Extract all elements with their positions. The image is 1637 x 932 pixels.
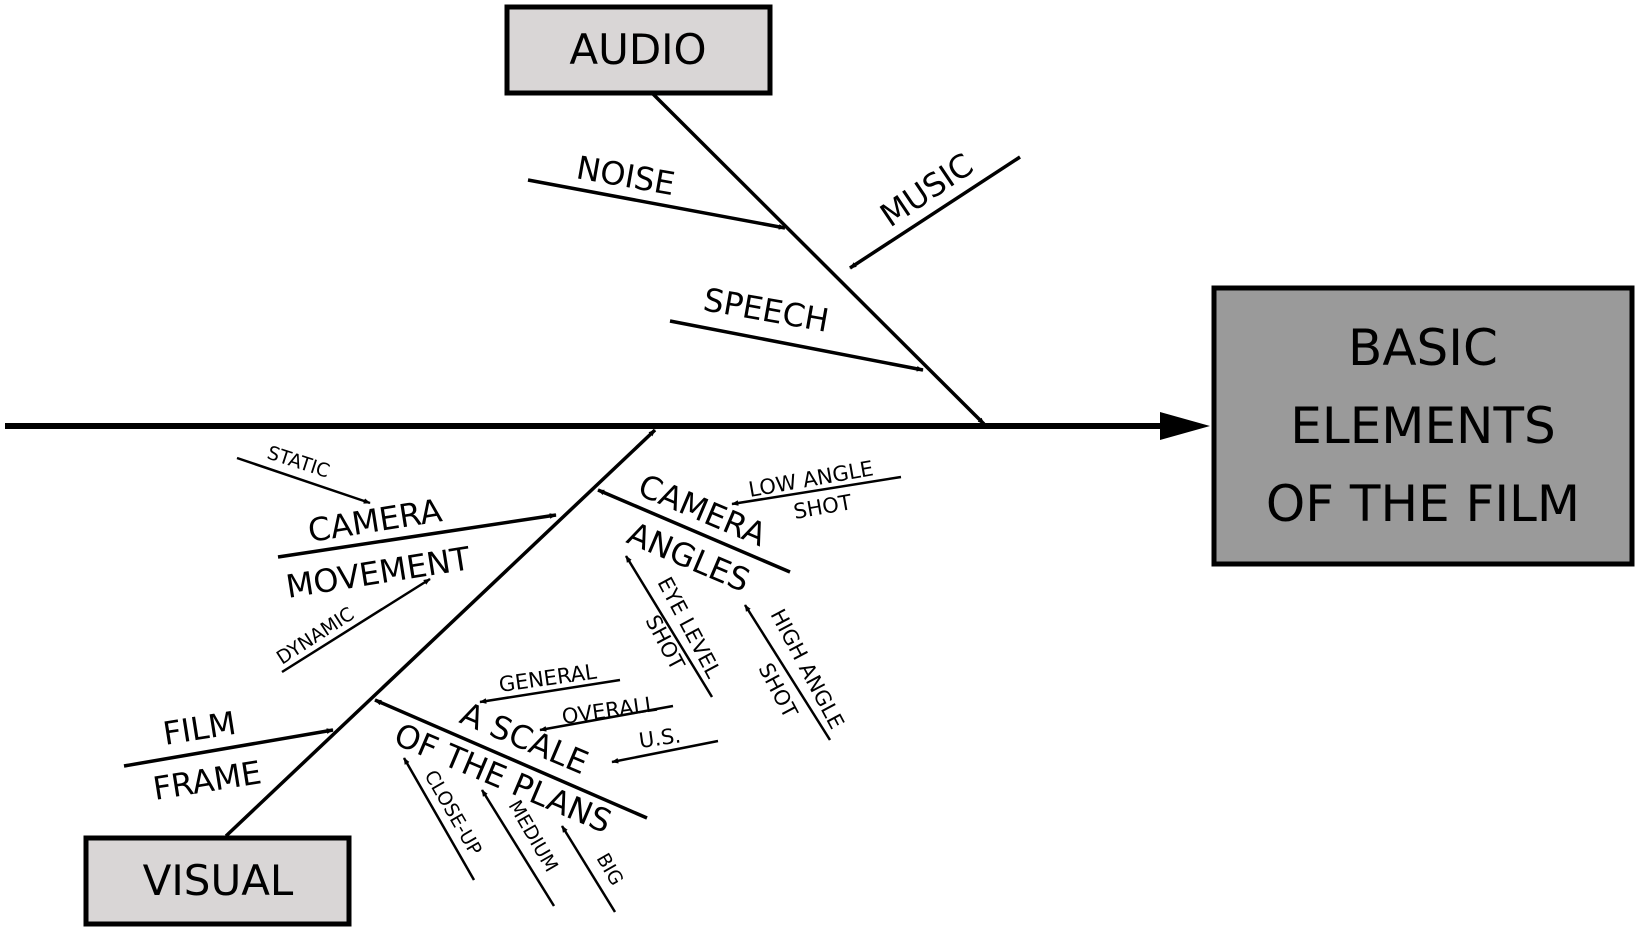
- visual-category: VISUAL FILM FRAME CAMERA MOVEMENT STATIC…: [83, 428, 902, 927]
- overall-label: OVERALL: [560, 692, 658, 729]
- us-branch: [611, 739, 719, 764]
- dynamic-branch: [281, 577, 431, 674]
- audio-box: [504, 4, 773, 96]
- camera-movement-branch: [277, 513, 557, 559]
- dynamic-label: DYNAMIC: [273, 603, 359, 669]
- visual-label: VISUAL: [143, 856, 294, 905]
- visual-box: [83, 835, 352, 927]
- film-frame-label-line1: FILM: [160, 704, 238, 753]
- film-frame-cause: FILM FRAME: [123, 704, 334, 808]
- camera-angles-branch: [597, 488, 791, 574]
- close-up-branch: [402, 757, 476, 881]
- low-angle-label-line1: LOW ANGLE: [747, 456, 875, 502]
- big-branch: [560, 825, 617, 913]
- effect-box: BASIC ELEMENTS OF THE FILM: [1211, 285, 1635, 567]
- camera-movement-cause: CAMERA MOVEMENT STATIC DYNAMIC: [236, 442, 557, 674]
- music-label: MUSIC: [873, 145, 980, 234]
- audio-category: AUDIO NOISE MUSIC SPEECH: [504, 4, 1021, 426]
- film-frame-label-line2: FRAME: [150, 753, 264, 808]
- us-label: U.S.: [637, 723, 682, 753]
- audio-bone: [651, 92, 986, 426]
- music-branch: [849, 155, 1021, 270]
- speech-branch: [669, 319, 924, 372]
- low-angle-label-line2: SHOT: [792, 490, 854, 524]
- static-branch: [236, 456, 371, 505]
- overall-branch: [539, 704, 674, 732]
- audio-label: AUDIO: [569, 25, 706, 74]
- visual-bone: [224, 428, 657, 838]
- general-branch: [479, 678, 621, 704]
- eye-level-branch: [624, 555, 714, 698]
- effect-label-line1: BASIC: [1348, 319, 1498, 377]
- noise-branch: [527, 178, 786, 230]
- static-label: STATIC: [264, 442, 332, 483]
- effect-label-line2: ELEMENTS: [1290, 397, 1555, 455]
- medium-branch: [480, 789, 556, 907]
- high-angle-branch: [743, 604, 832, 741]
- noise-label: NOISE: [574, 148, 678, 203]
- film-frame-branch: [123, 728, 334, 768]
- low-angle-branch: [731, 475, 902, 506]
- spine-arrowhead: [1160, 412, 1210, 440]
- scale-of-plans-cause: A SCALE OF THE PLANS GENERAL OVERALL U.S…: [374, 659, 719, 913]
- scale-of-plans-branch: [374, 698, 648, 820]
- effect-label-line3: OF THE FILM: [1266, 475, 1580, 533]
